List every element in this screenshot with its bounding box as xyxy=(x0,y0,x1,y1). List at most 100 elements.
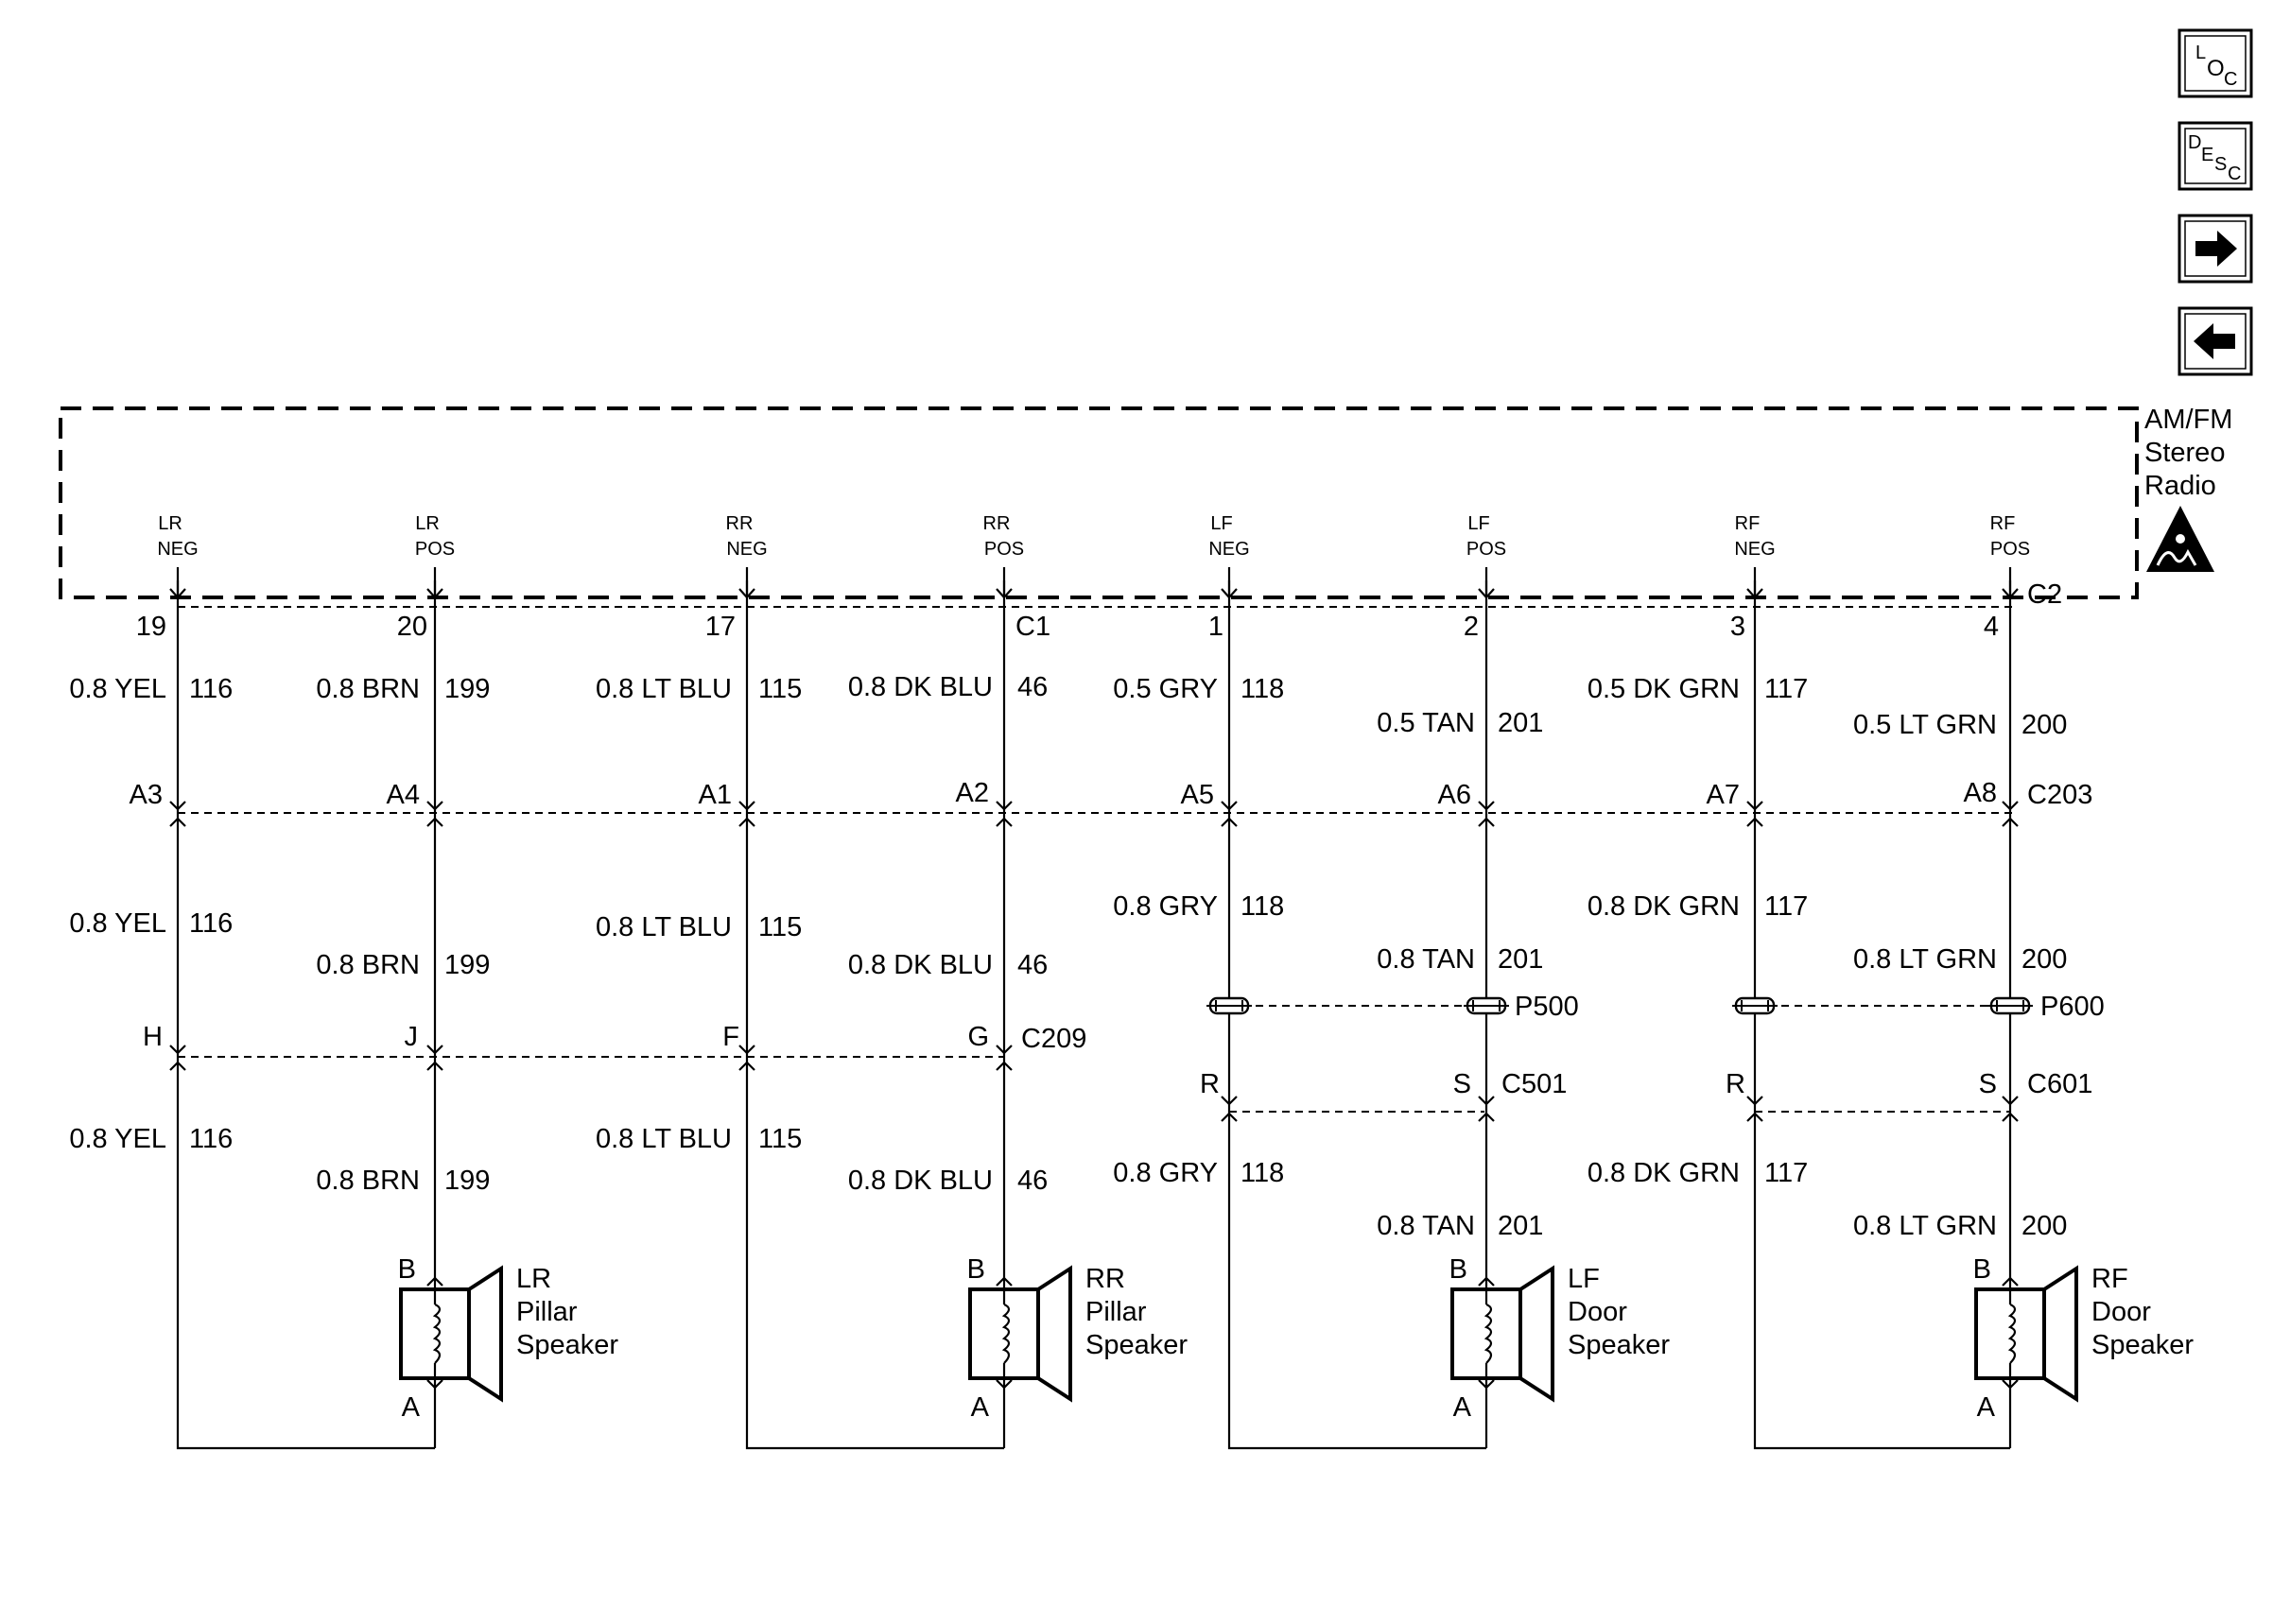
circuit-number-label: 46 xyxy=(1017,950,1048,980)
wire-color-label: 0.8 YEL xyxy=(69,674,166,704)
c203-terminal-chevron xyxy=(169,801,186,811)
wire-color-label: 0.8 LT BLU xyxy=(596,912,732,942)
inline-terminal-chevron xyxy=(1478,1112,1495,1122)
inline-terminal-chevron xyxy=(1746,1112,1763,1122)
terminal-label-line1: RF xyxy=(1990,513,2016,534)
speaker-label-line1: RF xyxy=(2091,1264,2128,1294)
c203-terminal-chevron xyxy=(738,801,755,811)
location-button[interactable]: L O C xyxy=(2178,28,2253,98)
c209-terminal-chevron xyxy=(738,1045,755,1055)
inline-terminal-chevron xyxy=(2002,1112,2019,1122)
speaker-pin-b-label: B xyxy=(967,1254,985,1285)
speaker-label-line3: Speaker xyxy=(1085,1330,1188,1360)
inline-connector-symbol xyxy=(1464,996,1509,1015)
terminal-label-line1: LR xyxy=(415,513,440,534)
radio-module-outline xyxy=(59,406,2139,599)
c203-pin-label: A2 xyxy=(956,778,989,808)
c203-terminal-chevron xyxy=(1478,817,1495,827)
c209-terminal-chevron xyxy=(169,1061,186,1071)
desc-letter-s: S xyxy=(2214,154,2227,175)
wire-color-label: 0.8 DK GRN xyxy=(1588,891,1740,922)
description-button[interactable]: D E S C xyxy=(2178,121,2253,191)
circuit-number-label: 115 xyxy=(758,1124,802,1154)
terminal-label-line2: POS xyxy=(984,539,1024,560)
wire-color-label: 0.8 DK BLU xyxy=(848,1166,993,1196)
circuit-number-label: 46 xyxy=(1017,672,1048,702)
circuit-number-label: 199 xyxy=(444,950,490,980)
speaker-label-line3: Speaker xyxy=(1568,1330,1670,1360)
arrow-left-icon xyxy=(2194,323,2235,359)
inline-terminal-chevron xyxy=(2002,1096,2019,1106)
circuit-number-label: 118 xyxy=(1241,1158,1284,1188)
circuit-lr-neg: LR NEG 19 0.8 YEL 116 A3 0.8 YEL 116 H 0… xyxy=(69,513,435,1450)
radio-connector-c2-label: C2 xyxy=(2027,579,2062,610)
speaker-label-line2: Door xyxy=(1568,1297,1627,1327)
c203-terminal-chevron xyxy=(996,801,1013,811)
speaker-icon xyxy=(1974,1265,2078,1403)
wire-color-label: 0.5 DK GRN xyxy=(1588,674,1740,704)
speaker-label-line1: LR xyxy=(516,1264,551,1294)
inline-connector-symbol xyxy=(1987,996,2033,1015)
c203-terminal-chevron xyxy=(169,817,186,827)
wire xyxy=(1227,567,1486,1450)
speaker-label-line3: Speaker xyxy=(516,1330,618,1360)
wire xyxy=(745,567,1004,1450)
wire-color-label: 0.8 GRY xyxy=(1113,891,1218,922)
speaker-pin-b-label: B xyxy=(1449,1254,1467,1285)
desc-letter-e: E xyxy=(2201,145,2213,165)
speaker-pin-a-label: A xyxy=(1453,1392,1472,1423)
speaker-icon xyxy=(399,1265,503,1403)
wire-color-label: 0.8 TAN xyxy=(1377,1211,1475,1241)
c209-pin-label: F xyxy=(722,1022,739,1052)
next-page-button[interactable] xyxy=(2178,214,2253,284)
circuit-rf-pos: RF POS 4 0.5 LT GRN 200 A8 0.8 LT GRN 20… xyxy=(1853,513,2067,1448)
terminal-label-line2: POS xyxy=(1990,539,2030,560)
inline-terminal-chevron xyxy=(1221,1096,1238,1106)
circuit-rr-pos: RR POS C1 0.8 DK BLU 46 A2 0.8 DK BLU 46… xyxy=(848,513,1050,1448)
c209-pin-label: H xyxy=(143,1022,163,1052)
speaker-label-line2: Pillar xyxy=(516,1297,578,1327)
previous-page-button[interactable] xyxy=(2178,306,2253,376)
circuit-number-label: 116 xyxy=(189,674,233,704)
circuit-number-label: 117 xyxy=(1764,674,1808,704)
inline-connector-symbol xyxy=(1206,996,1252,1015)
c203-terminal-chevron xyxy=(738,817,755,827)
arrow-right-icon xyxy=(2195,231,2237,267)
c209-terminal-chevron xyxy=(426,1061,443,1071)
radio-module: AM/FM Stereo Radio xyxy=(59,405,2232,599)
circuit-rr-neg: RR NEG 17 0.8 LT BLU 115 A1 0.8 LT BLU 1… xyxy=(596,513,1004,1450)
circuit-lf-neg: LF NEG 1 0.5 GRY 118 A5 0.8 GRY 118 R 0.… xyxy=(1113,513,1486,1450)
c601-pin-label: S xyxy=(1979,1069,1997,1099)
c209-terminal-chevron xyxy=(738,1061,755,1071)
circuit-number-label: 199 xyxy=(444,1166,490,1196)
speaker-label-line2: Door xyxy=(2091,1297,2151,1327)
p600-label: P600 xyxy=(2040,992,2105,1022)
terminal-label-line1: RF xyxy=(1735,513,1761,534)
circuit-number-label: 199 xyxy=(444,674,490,704)
c501-label: C501 xyxy=(1501,1069,1567,1099)
circuit-number-label: 118 xyxy=(1241,891,1284,922)
c209-terminal-chevron xyxy=(169,1045,186,1055)
desc-letter-d: D xyxy=(2188,132,2201,153)
circuit-number-label: 116 xyxy=(189,1124,233,1154)
radio-pin-label: 2 xyxy=(1464,612,1479,642)
c203-pin-label: A4 xyxy=(387,780,420,810)
terminal-label-line2: NEG xyxy=(157,539,198,560)
radio-pin-label: C1 xyxy=(1015,612,1050,642)
inline-connectors xyxy=(1206,996,2033,1015)
c209-pin-label: J xyxy=(405,1022,419,1052)
wire-color-label: 0.8 LT GRN xyxy=(1853,1211,1997,1241)
wire xyxy=(176,567,435,1450)
c209-terminal-chevron xyxy=(996,1061,1013,1071)
c203-terminal-chevron xyxy=(426,817,443,827)
radio-terminal-arrow xyxy=(738,580,755,599)
circuit-number-label: 200 xyxy=(2021,710,2067,740)
c203-terminal-chevron xyxy=(1746,801,1763,811)
wire-color-label: 0.8 LT GRN xyxy=(1853,944,1997,975)
terminal-label-line1: RR xyxy=(726,513,754,534)
c209-label: C209 xyxy=(1021,1024,1086,1054)
radio-pin-label: 3 xyxy=(1730,612,1745,642)
c203-pin-label: A5 xyxy=(1181,780,1214,810)
speaker-label-line1: LF xyxy=(1568,1264,1600,1294)
circuit-number-label: 115 xyxy=(758,674,802,704)
